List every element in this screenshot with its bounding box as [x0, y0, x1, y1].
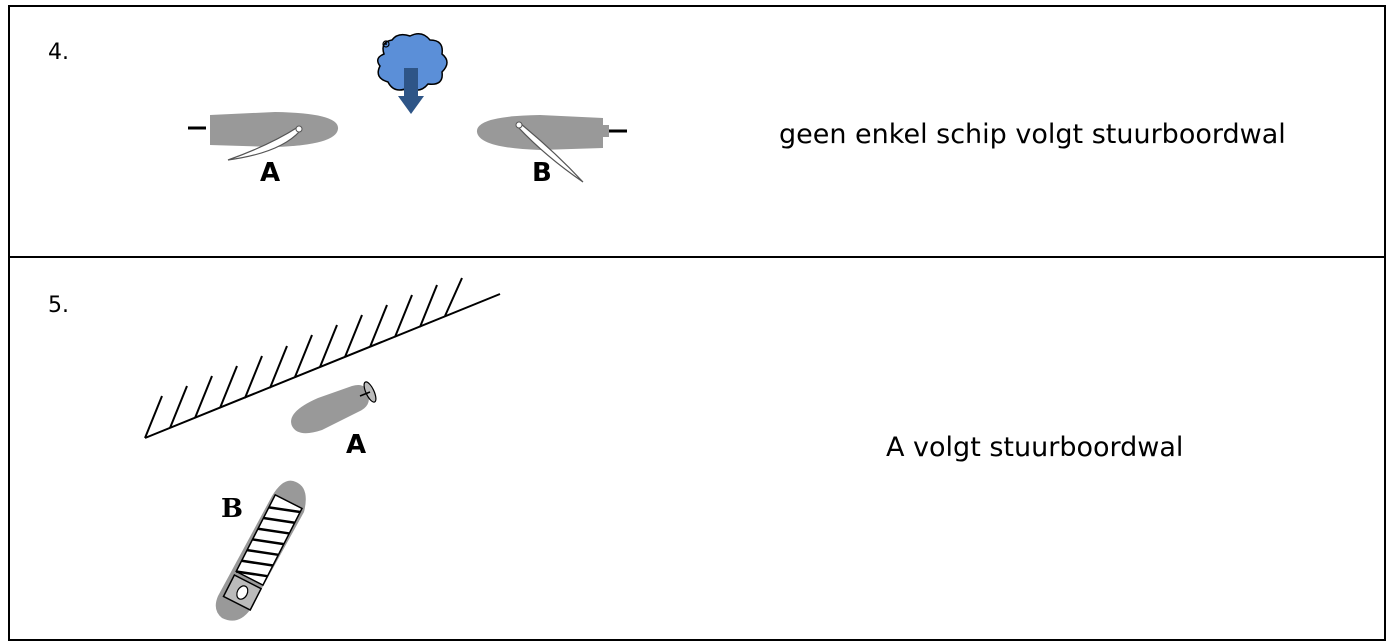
- table-frame: [8, 5, 1386, 641]
- row-number: 4.: [48, 40, 69, 65]
- ship-label-b: B: [532, 158, 552, 188]
- row-divider: [8, 256, 1386, 258]
- wind-cloud-icon: [377, 33, 448, 114]
- sailboat-b-icon: [476, 115, 627, 183]
- barge-b-icon: [215, 480, 306, 621]
- embankment-icon: [144, 277, 501, 439]
- ship-label-b: B: [221, 494, 243, 524]
- motorboat-a-icon: [291, 381, 377, 434]
- ship-label-a: A: [260, 158, 281, 188]
- sailboat-a-icon: [188, 112, 339, 161]
- ship-label-a: A: [346, 430, 367, 460]
- row-caption: geen enkel schip volgt stuurboordwal: [779, 119, 1286, 150]
- row-caption: A volgt stuurboordwal: [886, 432, 1184, 463]
- row-number: 5.: [48, 293, 69, 318]
